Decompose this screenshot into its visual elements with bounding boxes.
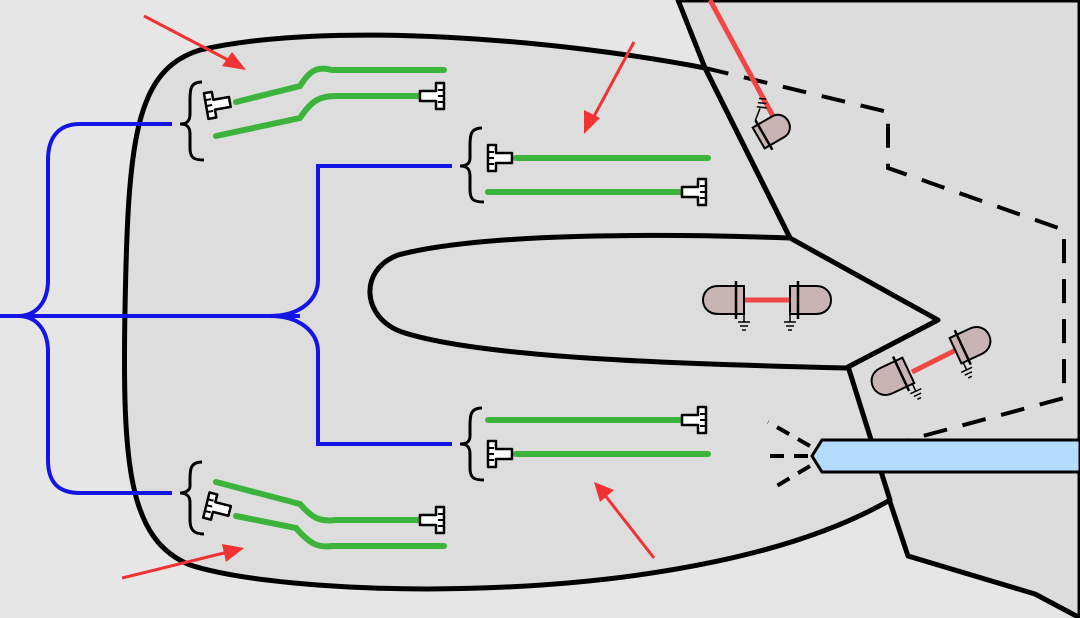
electrode-pair-bottom-left-lower bbox=[233, 513, 447, 550]
pointer-arrow-icon bbox=[121, 544, 244, 580]
ground-icon bbox=[784, 314, 796, 331]
channel-exit-dashes bbox=[760, 420, 812, 492]
probe-icon bbox=[870, 356, 916, 396]
electrode-wires bbox=[213, 65, 711, 550]
inner-island bbox=[367, 232, 941, 371]
electrode-pair-bottom-left-upper bbox=[213, 479, 423, 524]
electrode-connector-icon bbox=[680, 405, 708, 435]
electrode-connector-icon bbox=[486, 143, 514, 173]
ground-icon bbox=[738, 314, 750, 331]
flow-channel bbox=[810, 438, 1080, 474]
dashed-chamber-outline bbox=[704, 66, 1066, 442]
brace-top-left bbox=[179, 80, 205, 162]
electrode-pair-top-left-lower bbox=[213, 93, 423, 139]
wire-braces bbox=[179, 80, 485, 536]
probe-icon bbox=[702, 285, 745, 315]
probe-wire bbox=[910, 347, 958, 375]
inner-bus-branch bbox=[269, 164, 452, 446]
probe-plate bbox=[754, 119, 774, 151]
electrode-connector-icon bbox=[418, 505, 446, 535]
pointer-arrow-icon bbox=[594, 482, 656, 559]
probe-icon bbox=[751, 113, 791, 150]
pointer-arrow-icon bbox=[584, 41, 636, 134]
brace-bottom-left bbox=[179, 460, 205, 536]
electrode-connector-icon bbox=[680, 177, 708, 207]
probe-plate bbox=[891, 356, 911, 392]
probe-top-right bbox=[707, 0, 791, 151]
electrode-connector-icon bbox=[202, 90, 232, 121]
bus-wiring bbox=[0, 122, 452, 495]
ground-icon bbox=[910, 383, 922, 400]
electrode-connectors bbox=[201, 81, 708, 535]
probe-icon bbox=[789, 285, 832, 315]
ground-icon bbox=[960, 362, 973, 379]
electrode-pair-top-left-upper bbox=[233, 65, 447, 105]
probe-pair-right bbox=[870, 326, 992, 400]
ground-icon bbox=[754, 97, 767, 121]
probe-pair-center bbox=[702, 281, 832, 331]
outer-bus-branch bbox=[17, 122, 172, 495]
pointer-arrows bbox=[121, 14, 656, 580]
brace-top-inner bbox=[459, 126, 485, 204]
electrode-connector-icon bbox=[201, 491, 233, 521]
brace-bottom-inner bbox=[459, 406, 485, 482]
electrode-connector-icon bbox=[486, 439, 514, 469]
probe-icon bbox=[948, 326, 992, 365]
pointer-arrow-icon bbox=[143, 14, 246, 70]
probe-plate bbox=[953, 329, 972, 366]
electrode-connector-icon bbox=[418, 81, 446, 111]
